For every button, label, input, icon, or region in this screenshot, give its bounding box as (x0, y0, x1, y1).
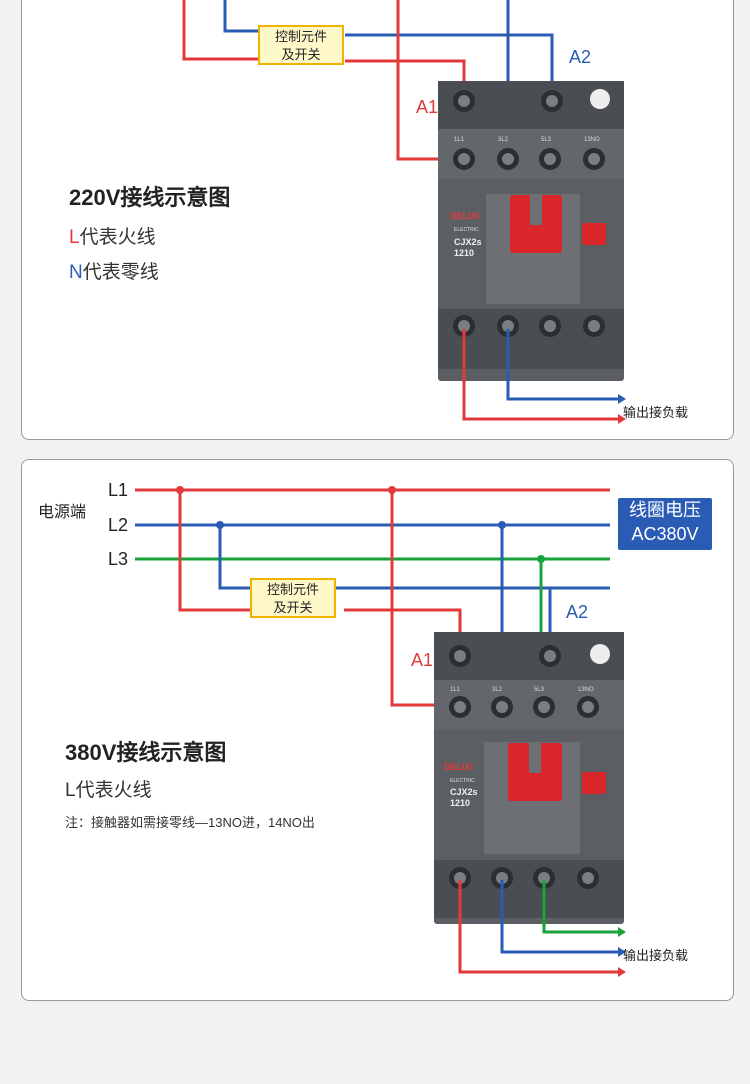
brand-sub-text: ELECTRIC (450, 778, 475, 784)
control-box-line: 及开关 (273, 600, 313, 615)
bottom-terminals-380v (449, 867, 599, 889)
terminal-label: 3L2 (492, 687, 503, 693)
model-text: CJX2s (454, 237, 482, 247)
control-switch-box: 控制元件 及开关 (250, 578, 336, 618)
a1-label: A1 (411, 650, 434, 670)
terminal-label: 3L2 (498, 137, 509, 143)
legend-text: 代表火线 (79, 227, 156, 248)
output-load-label: 输出接负载 (623, 405, 689, 420)
coil-voltage-line: 线圈电压 (629, 500, 701, 520)
line-label-l1: L1 (108, 480, 129, 500)
control-box-line: 控制元件 (266, 582, 319, 597)
coil-voltage-line: AC380V (631, 524, 699, 544)
legend-letter: L (65, 780, 76, 801)
wiring-panel-220v: DELIXI ELECTRIC CJX2s 1210 1L1 3L2 5L3 1… (21, 0, 734, 440)
wiring-diagram-220v: DELIXI ELECTRIC CJX2s 1210 1L1 3L2 5L3 1… (182, 0, 626, 424)
control-box-line: 及开关 (281, 47, 321, 62)
output-load-label: 输出接负载 (623, 948, 689, 963)
source-label: 电源端 (38, 504, 87, 521)
control-box-line: 控制元件 (274, 29, 327, 44)
wire-blue-output (506, 329, 618, 401)
legend-letter: L (69, 227, 80, 248)
terminal-label: 5L3 (534, 687, 545, 693)
wiring-panel-380v: DELIXI ELECTRIC CJX2s 1210 1L1 3L2 5L3 1… (21, 459, 734, 1001)
wiring-diagram-380v: DELIXI ELECTRIC CJX2s 1210 1L1 3L2 5L3 1… (135, 486, 626, 977)
brand-sub-text: ELECTRIC (454, 227, 479, 233)
model-text: CJX2s (450, 787, 478, 797)
legend-letter: N (69, 262, 83, 283)
terminal-label: 1L1 (454, 137, 465, 143)
brand-text: DELIXI (444, 762, 473, 772)
contactor-220v (438, 81, 624, 381)
terminal-label: 13NO (578, 687, 594, 693)
wire-red-output (458, 880, 618, 974)
line-label-l2: L2 (108, 515, 129, 535)
legend-live: L代表火线 (69, 222, 156, 249)
legend-text: 代表火线 (75, 780, 152, 801)
wire-red-output (462, 329, 618, 421)
top-terminals-380v (449, 645, 599, 718)
legend-text: 代表零线 (82, 262, 159, 283)
model-code-text: 1210 (450, 798, 470, 808)
wire-red-l (182, 0, 260, 61)
top-terminals-220v (453, 90, 605, 170)
wire-blue-n (223, 0, 260, 33)
wiring-note: 注：接触器如需接零线—13NO进，14NO出 (65, 815, 315, 830)
wire-blue-to-a2 (345, 33, 554, 89)
diagram-title: 380V接线示意图 (65, 740, 227, 765)
diagram-title: 220V接线示意图 (69, 185, 231, 210)
legend-live: L代表火线 (65, 775, 152, 802)
wire-blue-output (500, 880, 618, 954)
terminal-label: 5L3 (541, 137, 552, 143)
a2-label: A2 (569, 47, 592, 67)
terminal-label: 13NO (584, 137, 600, 143)
bottom-terminals-220v (453, 315, 605, 337)
wire-blue-control (218, 525, 250, 590)
coil-voltage-box: 线圈电压 AC380V (618, 498, 712, 550)
wire-red-control (178, 490, 250, 612)
a1-label: A1 (416, 97, 439, 117)
terminal-label: 1L1 (450, 687, 461, 693)
legend-neutral: N代表零线 (69, 257, 159, 284)
line-label-l3: L3 (108, 549, 129, 569)
brand-text: DELIXI (450, 211, 479, 221)
wire-green-output (542, 880, 618, 934)
wire-red-to-a1 (345, 59, 466, 87)
model-code-text: 1210 (454, 248, 474, 258)
control-switch-box: 控制元件 及开关 (258, 25, 344, 65)
a2-label: A2 (566, 602, 589, 622)
